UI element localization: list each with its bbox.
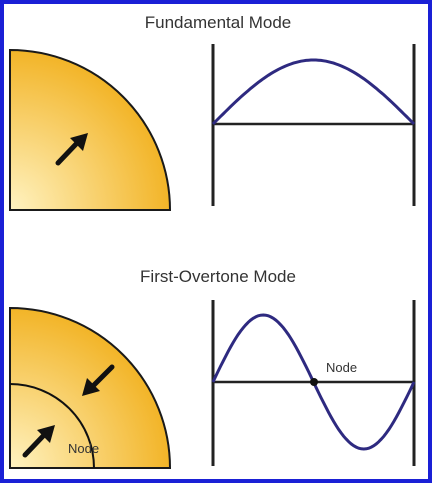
overtone-outward-arrow bbox=[22, 425, 55, 458]
overtone-inward-arrow bbox=[82, 364, 115, 396]
wave-node-point bbox=[310, 378, 318, 386]
fundamental-title: Fundamental Mode bbox=[145, 13, 291, 32]
fundamental-wave bbox=[211, 58, 416, 126]
wave-node-label: Node bbox=[326, 360, 357, 375]
fundamental-quarter-disc bbox=[9, 48, 172, 211]
overtone-title: First-Overtone Mode bbox=[140, 267, 296, 286]
fundamental-arrow bbox=[55, 133, 88, 166]
disc-node-label: Node bbox=[68, 441, 99, 456]
node-circle-arc bbox=[9, 383, 95, 469]
